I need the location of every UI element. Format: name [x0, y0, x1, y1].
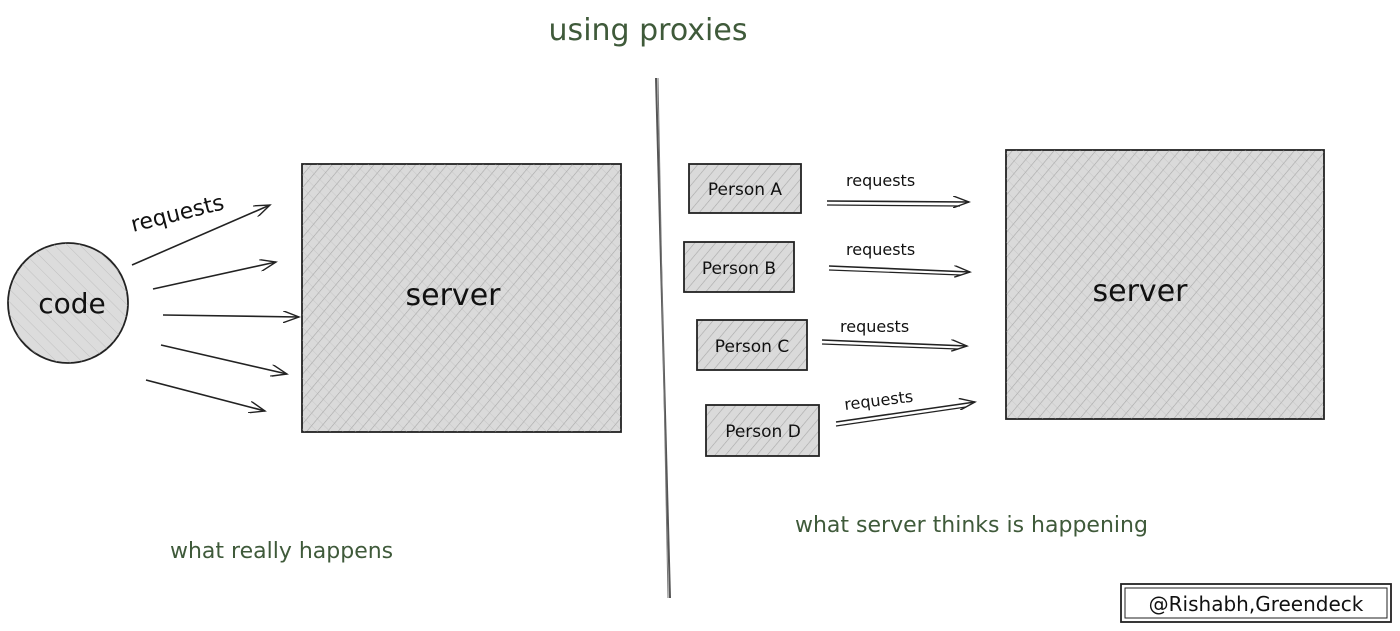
person-d-arrow: [835, 402, 975, 423]
person-b-label: Person B: [702, 259, 776, 279]
right-server-node: server: [1005, 149, 1325, 420]
person-b-node: Person B: [683, 241, 795, 293]
person-c-node: Person C: [696, 319, 808, 371]
left-server-label: server: [406, 278, 502, 313]
person-a-arrow-sketch: [826, 204, 961, 207]
person-a-label: Person A: [708, 180, 783, 200]
person-d-requests-label: requests: [843, 387, 914, 414]
right-panel: Person A requests Person B requests Pers…: [683, 149, 1325, 538]
request-arrow-5: [145, 379, 265, 411]
request-arrow-1: [131, 205, 270, 266]
person-b-requests-label: requests: [846, 240, 915, 259]
left-panel: code requests server what really happens: [7, 163, 622, 564]
credit-badge: @Rishabh,Greendeck: [1120, 583, 1392, 623]
left-server-node: server: [301, 163, 622, 433]
person-b-arrow: [828, 265, 970, 272]
request-arrow-3: [162, 315, 299, 317]
code-node: code: [7, 242, 129, 364]
request-arrow-4: [160, 344, 287, 374]
person-c-requests-label: requests: [840, 317, 909, 336]
panel-divider-sketch: [657, 77, 669, 599]
person-d-label: Person D: [725, 422, 801, 442]
person-d-arrow-sketch: [835, 406, 967, 427]
person-d-node: Person D: [705, 404, 820, 457]
request-arrow-2: [152, 262, 276, 290]
person-c-arrow: [821, 339, 967, 346]
person-a-node: Person A: [688, 163, 802, 214]
code-label: code: [38, 287, 106, 320]
person-b-arrow-sketch: [828, 269, 962, 276]
person-c-arrow-sketch: [821, 343, 959, 350]
person-a-requests-label: requests: [846, 171, 915, 190]
person-c-label: Person C: [715, 337, 789, 357]
right-caption: what server thinks is happening: [795, 513, 1148, 538]
diagram-title: using proxies: [549, 13, 748, 48]
person-a-arrow: [826, 201, 969, 202]
left-caption: what really happens: [170, 539, 393, 564]
credit-text: @Rishabh,Greendeck: [1149, 592, 1364, 616]
right-server-label: server: [1093, 274, 1189, 309]
